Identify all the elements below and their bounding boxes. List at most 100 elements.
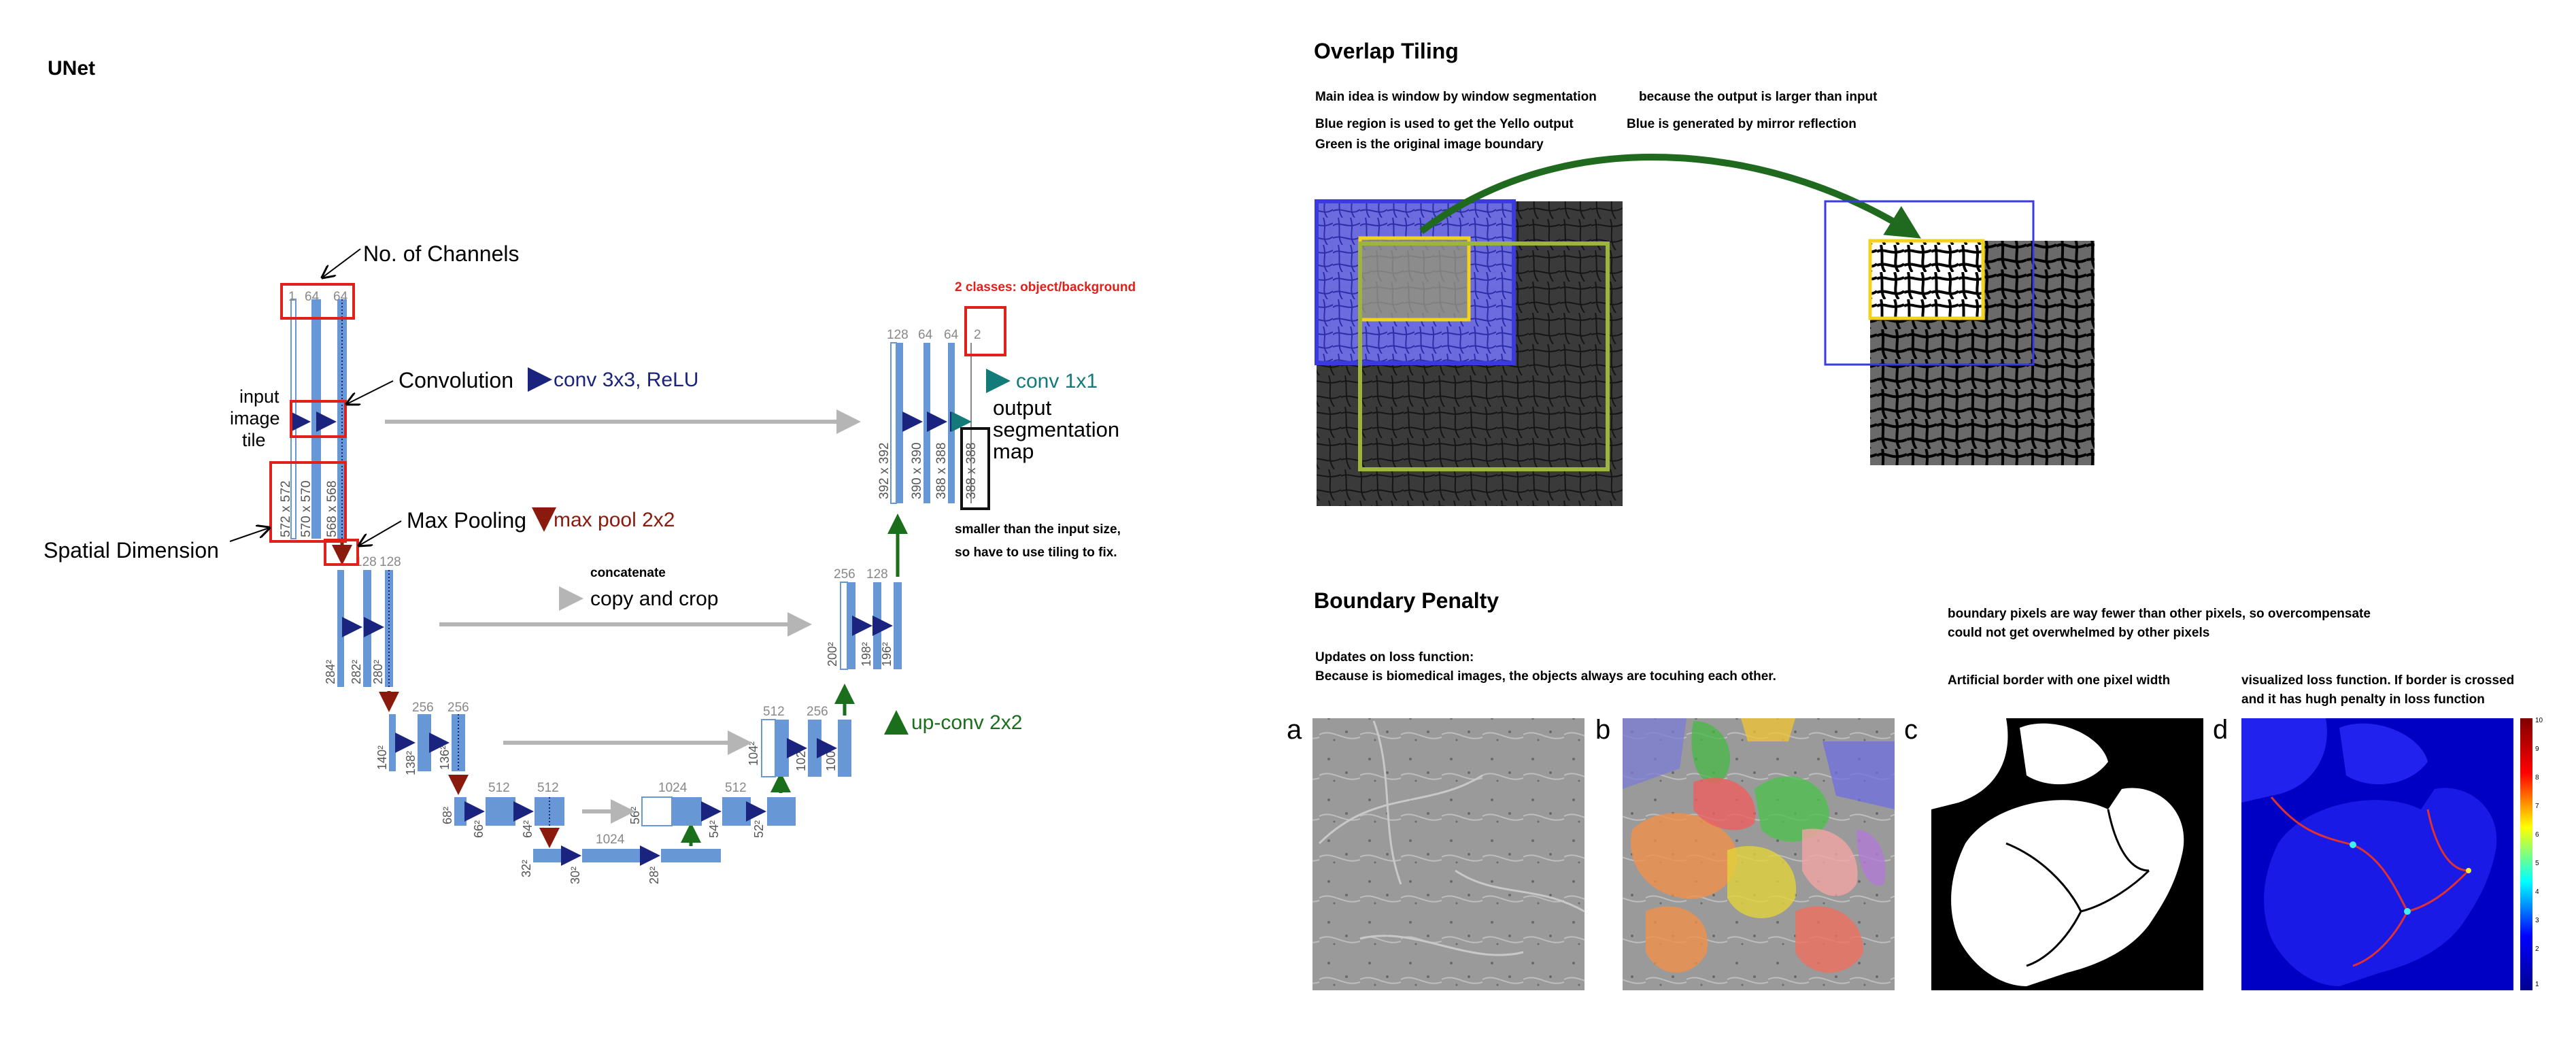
channel-label: 512	[725, 781, 747, 795]
spatial-highlight-box	[269, 461, 347, 543]
panel-label-d: d	[2213, 715, 2228, 745]
panel-a-raw-image	[1312, 718, 1585, 990]
channel-label: 1024	[596, 833, 625, 847]
dim-label: 28²	[647, 867, 661, 884]
output-map-highlight-box	[960, 427, 990, 510]
dim-label: 280²	[371, 660, 385, 684]
dim-label: 200²	[826, 642, 839, 667]
tile-mapping-arrow	[1419, 153, 1921, 239]
boundary-penalty-section: Boundary Penalty Updates on loss functio…	[1287, 588, 2543, 990]
classes-highlight-box	[964, 306, 1006, 356]
encoder-level-2	[337, 570, 393, 687]
channel-label: 1024	[658, 781, 688, 795]
maxpool-callout: Max Pooling	[407, 508, 526, 533]
boundary-note: boundary pixels are way fewer than other…	[1948, 607, 2371, 621]
dim-label: 570 x 570	[299, 481, 313, 537]
overlap-note: Blue is generated by mirror reflection	[1627, 117, 1857, 131]
mirror-region-box	[1315, 199, 1516, 365]
legend-upconv-label: up-conv 2x2	[911, 711, 1022, 734]
decoder-level-3	[761, 719, 851, 777]
boundary-note: Because is biomedical images, the object…	[1315, 669, 1776, 684]
dim-label: 138²	[404, 751, 418, 775]
convolution-callout: Convolution	[399, 368, 513, 392]
channel-label: 128	[866, 567, 888, 582]
channel-label: 128	[887, 328, 909, 342]
two-classes-callout: 2 classes: object/background	[955, 280, 1136, 295]
dim-label: 52²	[752, 820, 766, 838]
dim-label: 30²	[569, 867, 582, 884]
colorbar-tick: 3	[2535, 917, 2539, 924]
output-map-label: segmentation	[993, 418, 1119, 441]
convolution-highlight-box	[290, 400, 347, 438]
overlap-tiling-section: Overlap Tiling Main idea is window by wi…	[1314, 39, 2095, 506]
channel-label: 64	[305, 290, 320, 304]
colorbar-tick: 10	[2535, 717, 2543, 724]
channel-label: 256	[412, 701, 434, 715]
dim-label: 284²	[324, 660, 337, 684]
legend-copy-label: copy and crop	[590, 588, 718, 610]
unet-title: UNet	[48, 57, 95, 80]
channel-label: 512	[537, 781, 559, 795]
overlap-note: Green is the original image boundary	[1315, 137, 1544, 152]
colorbar-tick: 7	[2535, 803, 2539, 810]
input-tile-label: input	[239, 386, 279, 407]
colorbar-tick: 8	[2535, 774, 2539, 782]
channels-callout: No. of Channels	[363, 241, 519, 266]
colorbar	[2520, 718, 2532, 990]
colorbar-ticks: 10 9 8 7 6 5 4 3 2 1	[2535, 717, 2543, 988]
boundary-note: could not get overwhelmed by other pixel…	[1948, 626, 2209, 640]
unet-diagram: UNet 1 64 64 572 x 572 570 x 570 568 x 5…	[44, 57, 1136, 884]
panel-label-c: c	[1904, 715, 1918, 745]
dim-label: 104²	[747, 741, 760, 766]
panel-b-segmentation	[1623, 718, 1895, 990]
channel-label: 64	[918, 328, 933, 342]
output-window-box	[1824, 200, 2035, 366]
boundary-note: Updates on loss function:	[1315, 650, 1474, 665]
dim-label: 68²	[441, 807, 454, 824]
colorbar-tick: 6	[2535, 831, 2539, 839]
channel-label: 512	[763, 705, 785, 719]
channel-label: 256	[447, 701, 469, 715]
panel-label-b: b	[1595, 715, 1610, 745]
channel-label: 256	[807, 705, 828, 719]
boundary-note: Artificial border with one pixel width	[1948, 673, 2170, 688]
dim-label: 390 x 390	[910, 443, 924, 499]
callout-pointer	[347, 380, 394, 404]
dim-label: 282²	[350, 660, 363, 684]
decoder-level-2	[840, 582, 902, 670]
boundary-title: Boundary Penalty	[1314, 588, 1499, 613]
input-tile-label: image	[230, 408, 280, 428]
channel-label: 256	[834, 567, 855, 582]
output-yellow-box	[1868, 239, 1985, 320]
dim-label: 572 x 572	[279, 481, 293, 537]
colorbar-tick: 1	[2535, 981, 2539, 988]
boundary-note: and it has hugh penalty in loss function	[2241, 692, 2485, 707]
channel-label: 128	[355, 555, 377, 569]
channel-label: 2	[974, 328, 981, 342]
channel-label: 64	[944, 328, 959, 342]
colorbar-tick: 4	[2535, 888, 2539, 896]
colorbar-tick: 5	[2535, 860, 2539, 867]
encoder-level-3	[389, 714, 465, 771]
legend-conv1x1-label: conv 1x1	[1016, 370, 1098, 392]
dim-label: 388 x 388	[934, 443, 949, 499]
bottleneck	[533, 849, 721, 862]
smaller-note: smaller than the input size,	[955, 522, 1121, 537]
callout-pointer	[229, 528, 269, 542]
dim-label: 64²	[521, 820, 535, 838]
channels-highlight-box	[280, 283, 355, 320]
output-map-label: map	[993, 439, 1034, 463]
colorbar-tick: 9	[2535, 745, 2539, 753]
smaller-note: so have to use tiling to fix.	[955, 545, 1117, 560]
dim-label: 392 x 392	[877, 443, 892, 499]
panel-c-binary-mask	[1931, 718, 2203, 990]
input-tile-label: tile	[242, 430, 266, 450]
maxpool-highlight-box	[324, 539, 359, 566]
dim-label: 198²	[860, 642, 873, 667]
output-map-label: output	[993, 396, 1052, 420]
legend-conv-label: conv 3x3, ReLU	[554, 369, 698, 391]
dim-label: 196²	[880, 642, 894, 667]
dim-label: 32²	[520, 860, 533, 877]
panel-d-loss-map: 10 9 8 7 6 5 4 3 2 1	[2241, 717, 2543, 990]
channel-label: 64	[333, 290, 348, 304]
